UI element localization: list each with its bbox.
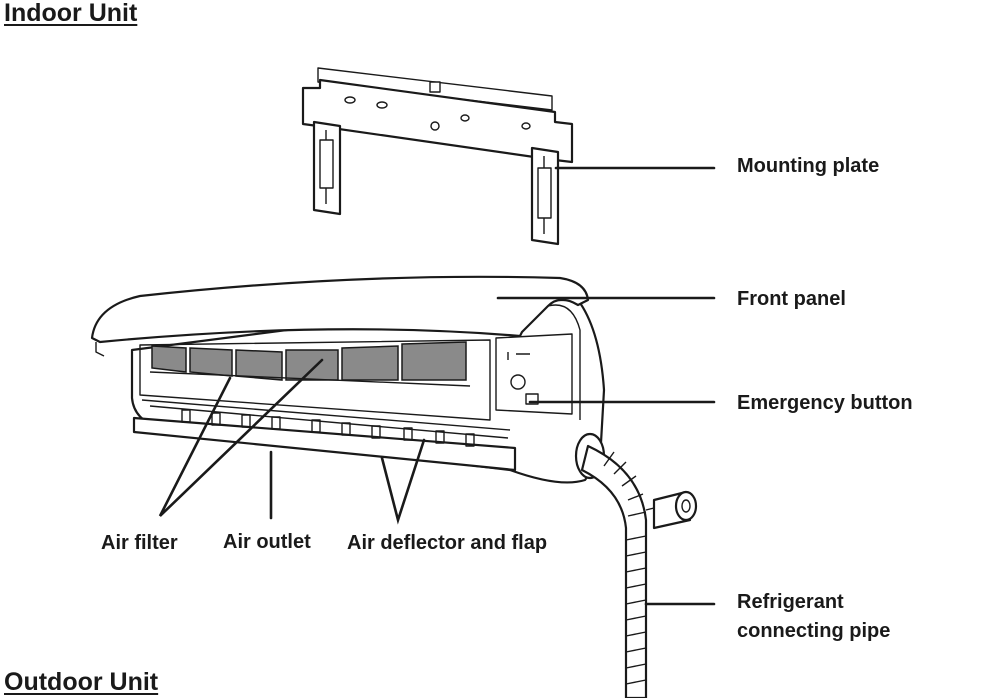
label-air-outlet: Air outlet xyxy=(223,531,311,553)
outdoor-unit-heading: Outdoor Unit xyxy=(4,668,159,696)
label-refrigerant-line1: Refrigerant xyxy=(737,591,844,613)
indoor-unit-drawing xyxy=(90,275,606,484)
label-refrigerant-line2: connecting pipe xyxy=(737,620,891,642)
label-air-deflector: Air deflector and flap xyxy=(347,532,548,554)
label-air-filter: Air filter xyxy=(101,532,178,554)
mounting-plate-drawing xyxy=(301,67,574,246)
label-emergency-button: Emergency button xyxy=(737,392,913,414)
indoor-unit-heading: Indoor Unit xyxy=(4,0,138,27)
leader-air-filter xyxy=(158,358,324,517)
label-mounting-plate: Mounting plate xyxy=(737,155,880,177)
refrigerant-pipe-drawing xyxy=(580,444,698,698)
label-front-panel: Front panel xyxy=(737,288,846,310)
leader-air-deflector xyxy=(380,438,426,525)
